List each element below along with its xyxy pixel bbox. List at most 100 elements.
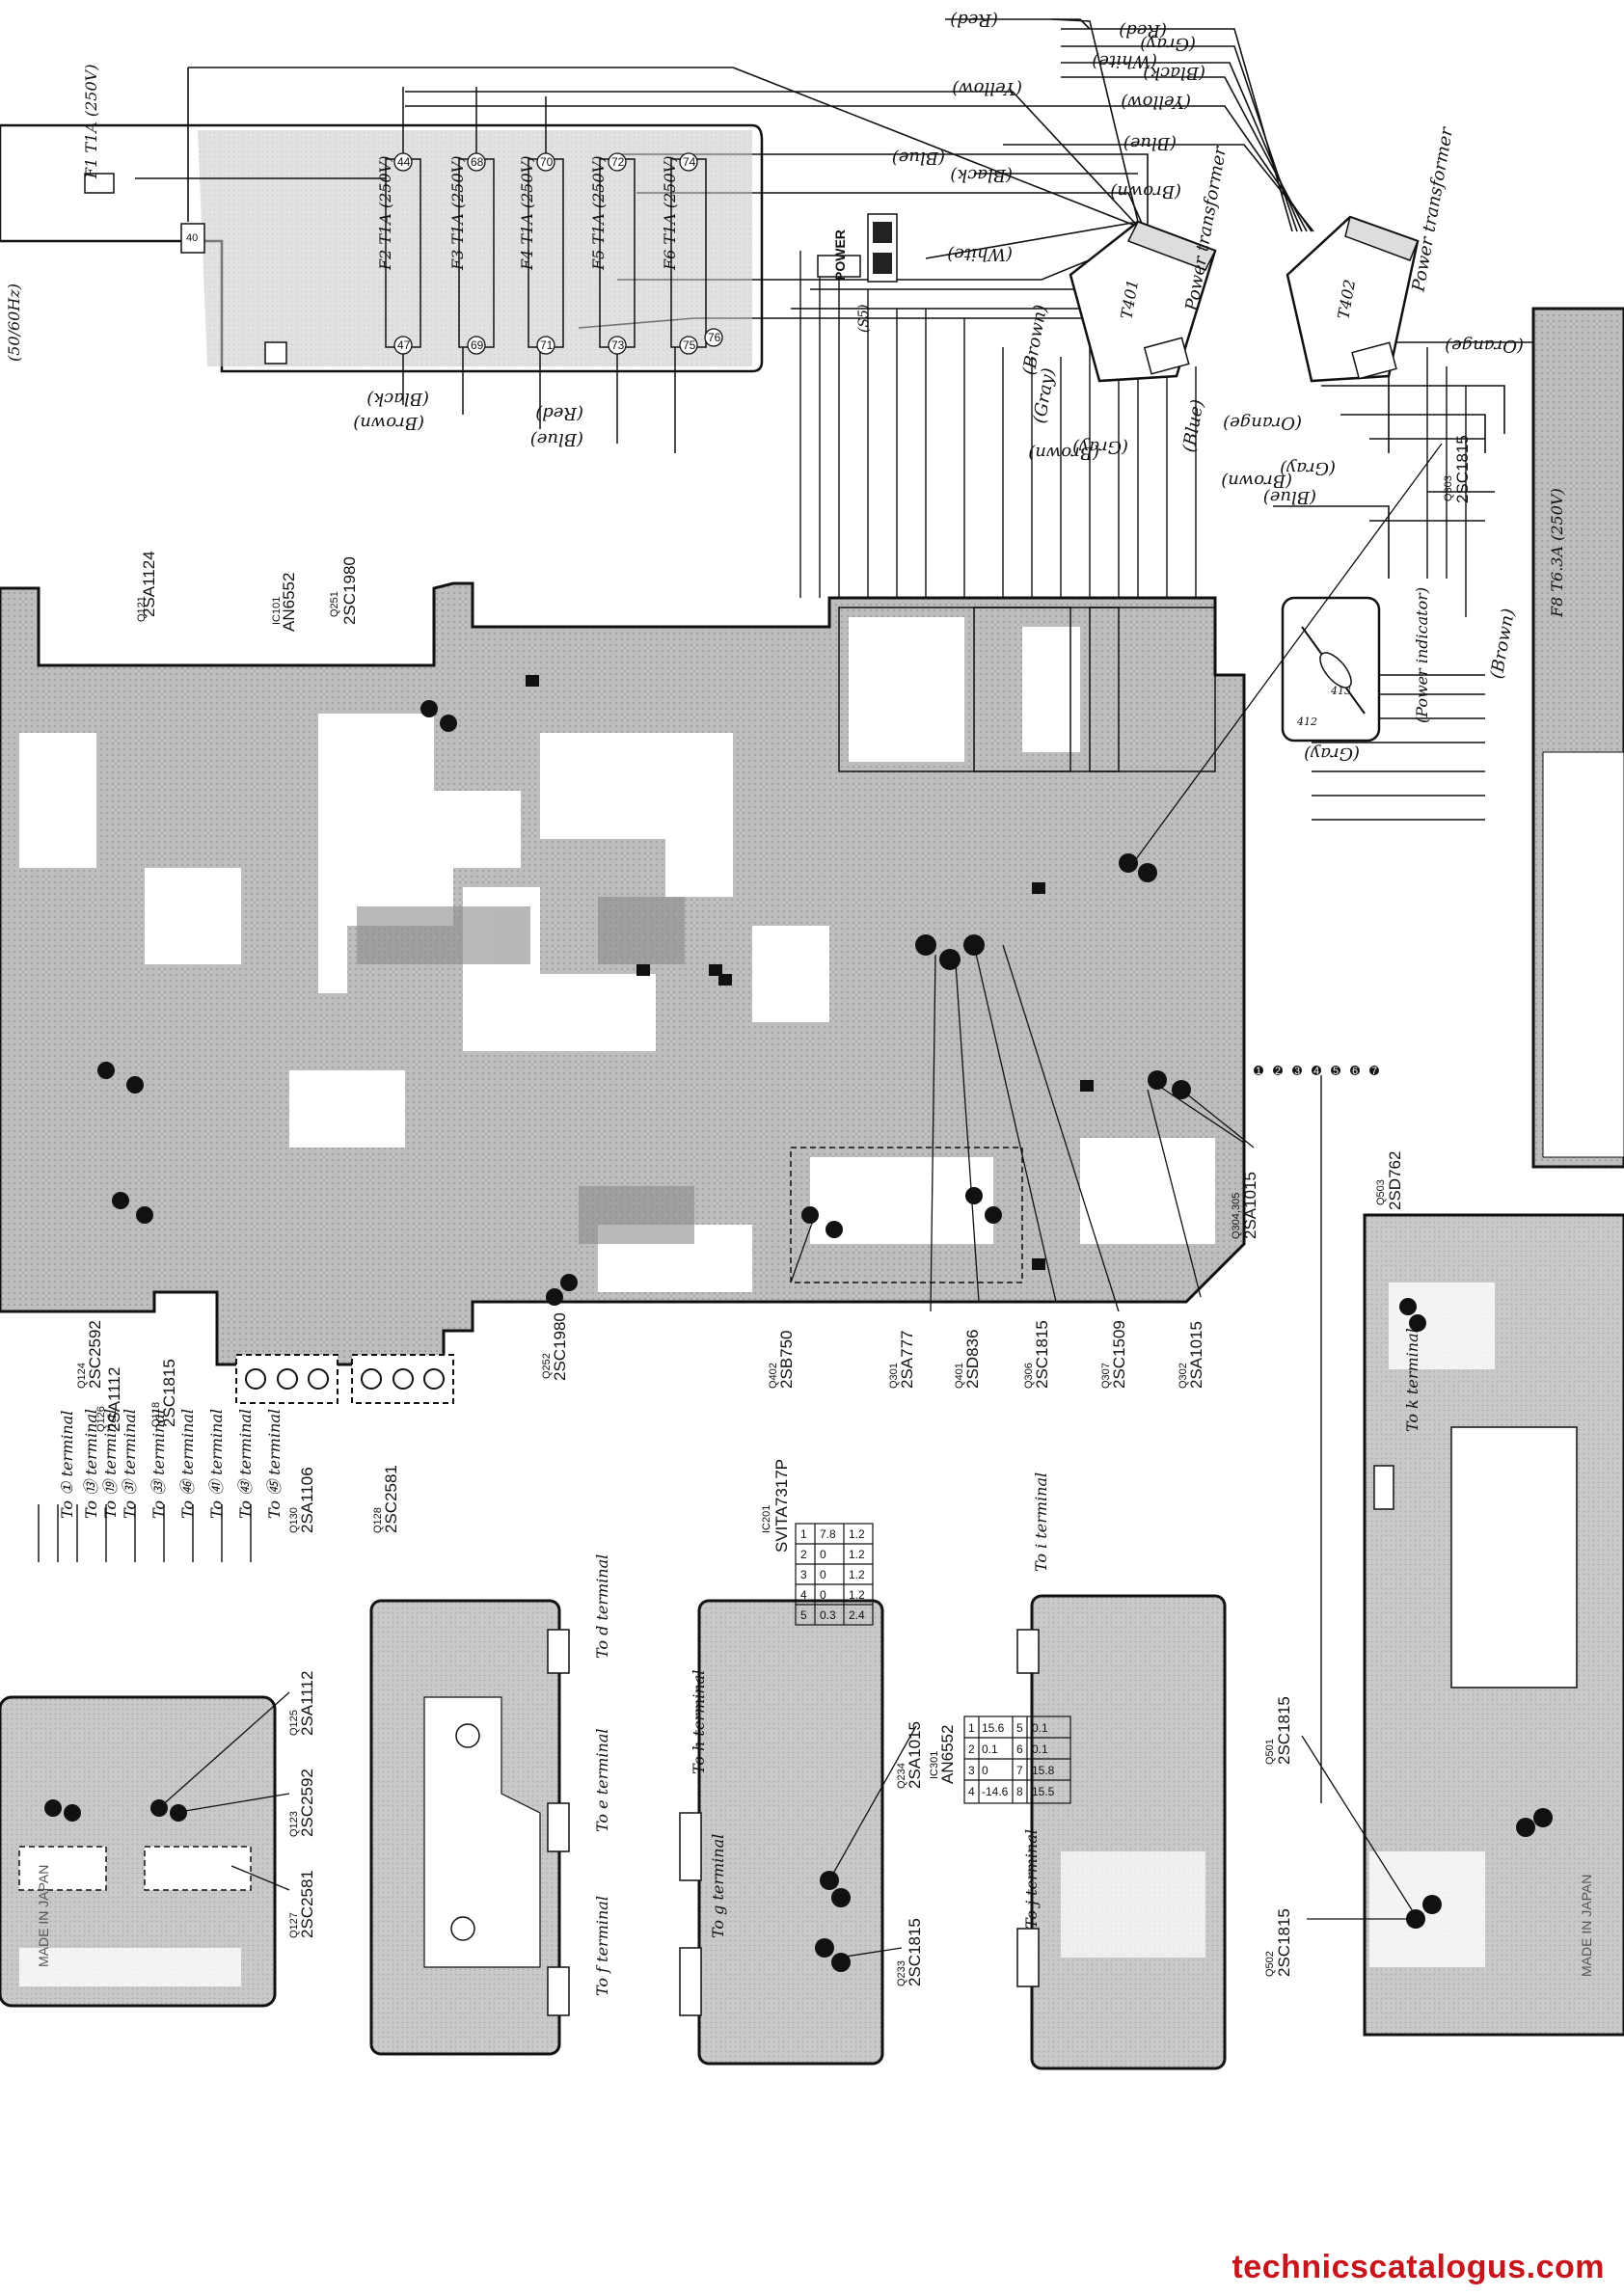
svg-text:0.1: 0.1 [1032, 1742, 1048, 1756]
part-ref: Q306 [1023, 1363, 1035, 1389]
svg-text:15.5: 15.5 [1032, 1785, 1055, 1798]
wire-label: (Yellow) [952, 78, 1022, 98]
part-type: 2SA1015 [1187, 1321, 1205, 1389]
part-ref: Q252 [541, 1353, 553, 1379]
pin-label: 44 [397, 155, 411, 169]
svg-text:1.2: 1.2 [849, 1548, 865, 1561]
t401-name: Power transformer [1181, 144, 1231, 313]
power-switch [817, 213, 898, 283]
part-ref: Q302 [1177, 1363, 1189, 1389]
wire-label: (Brown) [1221, 471, 1292, 491]
connector-pins [547, 1465, 1394, 2016]
part-type: 2SC1980 [340, 556, 359, 625]
svg-text:15.6: 15.6 [982, 1721, 1005, 1735]
part-ref: Q502 [1264, 1951, 1276, 1977]
svg-text:7: 7 [1371, 1066, 1377, 1077]
part-ref: Q126 [95, 1406, 107, 1432]
wire-label: (Black) [366, 389, 429, 409]
wire-label: (Brown) [1028, 443, 1099, 463]
part-type: 2SC2592 [86, 1320, 104, 1389]
svg-text:3: 3 [968, 1764, 975, 1777]
pin-label: 75 [683, 338, 696, 352]
part-ref: Q125 [288, 1710, 300, 1736]
svg-text:1: 1 [800, 1527, 807, 1541]
power-switch-label: (S5) [856, 305, 872, 333]
transformer-t402 [1286, 215, 1420, 383]
terminal-label: To j terminal [1022, 1829, 1041, 1929]
lower-right-pcb [1363, 1213, 1624, 2037]
wire-label: (Blue) [530, 429, 583, 449]
svg-text:4: 4 [968, 1785, 975, 1798]
part-ref: Q402 [768, 1363, 779, 1389]
pin-label: 71 [540, 338, 554, 352]
part-ref: Q401 [954, 1363, 965, 1389]
part-type: SVITA7317P [772, 1459, 791, 1553]
pin-label: 412 [1296, 716, 1317, 728]
svg-text:2: 2 [968, 1742, 975, 1756]
wire-label: (Black) [950, 165, 1013, 185]
pcb-mark: MADE IN JAPAN [1579, 1875, 1594, 1977]
svg-text:15.8: 15.8 [1032, 1764, 1055, 1777]
part-ref: Q251 [329, 591, 340, 617]
fuse-label: F4 T1A (250V) [518, 156, 536, 271]
wire-label: (Red) [535, 403, 583, 423]
part-type: 2SC1815 [1453, 435, 1472, 503]
t402-name: Power transformer [1408, 124, 1457, 294]
wire-label: (Blue) [1123, 133, 1177, 153]
svg-text:1.2: 1.2 [849, 1527, 865, 1541]
svg-text:0: 0 [982, 1764, 988, 1777]
svg-text:0.1: 0.1 [1032, 1721, 1048, 1735]
part-ref: Q307 [1100, 1363, 1112, 1389]
part-type: 2SD762 [1386, 1151, 1404, 1210]
svg-text:4: 4 [800, 1588, 807, 1602]
terminal-label: To ㊶ terminal [207, 1409, 226, 1519]
part-ref: Q233 [896, 1960, 907, 1986]
wire-label: (Brown) [1487, 607, 1519, 680]
terminal-label: To g terminal [709, 1834, 727, 1938]
part-type: AN6552 [938, 1725, 957, 1784]
svg-text:-14.6: -14.6 [982, 1785, 1009, 1798]
svg-text:0: 0 [820, 1568, 826, 1581]
part-ref: Q301 [888, 1363, 900, 1389]
pin-label: 68 [471, 155, 484, 169]
terminal-label: To i terminal [1032, 1472, 1050, 1572]
svg-text:1: 1 [1256, 1066, 1261, 1077]
part-ref: Q503 [1375, 1179, 1387, 1205]
part-type: 2SC1815 [1033, 1320, 1051, 1389]
wire-label: (Brown) [353, 413, 424, 433]
part-type: 2SA777 [898, 1331, 916, 1390]
pin-label: 69 [471, 338, 484, 352]
watermark: technicscatalogus.com [1232, 2249, 1605, 2285]
part-ref: IC201 [761, 1505, 772, 1533]
part-type: 2SA1106 [298, 1467, 316, 1533]
svg-text:6: 6 [1016, 1742, 1023, 1756]
part-ref: Q130 [288, 1507, 300, 1533]
wire-label: (Blue) [892, 148, 945, 168]
svg-text:4: 4 [1313, 1066, 1319, 1077]
wire-label: (Black) [1143, 63, 1205, 83]
connector-1-7 [1254, 1066, 1379, 1075]
fuse-label: F1 T1A (250V) [82, 65, 100, 179]
part-type: 2SC1815 [1275, 1696, 1293, 1765]
fuse-label: F2 T1A (250V) [376, 156, 394, 271]
mains-label: (50/60Hz) [5, 284, 23, 362]
part-ref: IC101 [271, 597, 283, 625]
svg-text:2.4: 2.4 [849, 1608, 865, 1622]
part-ref: Q501 [1264, 1739, 1276, 1765]
wire-label: (Blue) [1263, 487, 1316, 507]
terminal-label: To h terminal [690, 1670, 708, 1774]
terminal-label: To f terminal [593, 1896, 611, 1996]
wire-label: (Yellow) [1121, 92, 1191, 112]
pin-label: 72 [611, 155, 625, 169]
part-type: AN6552 [280, 573, 298, 632]
part-ref: Q118 [150, 1402, 162, 1427]
part-type: 2SA1112 [298, 1671, 316, 1736]
svg-text:0.3: 0.3 [820, 1608, 836, 1622]
wire-label: (Gray) [1072, 437, 1128, 457]
terminal-label: To ⑲ terminal [101, 1409, 120, 1519]
svg-text:6: 6 [1352, 1066, 1358, 1077]
part-ref: Q234 [896, 1763, 907, 1789]
part-ref: Q121 [136, 596, 148, 622]
power-label: POWER [832, 230, 848, 281]
